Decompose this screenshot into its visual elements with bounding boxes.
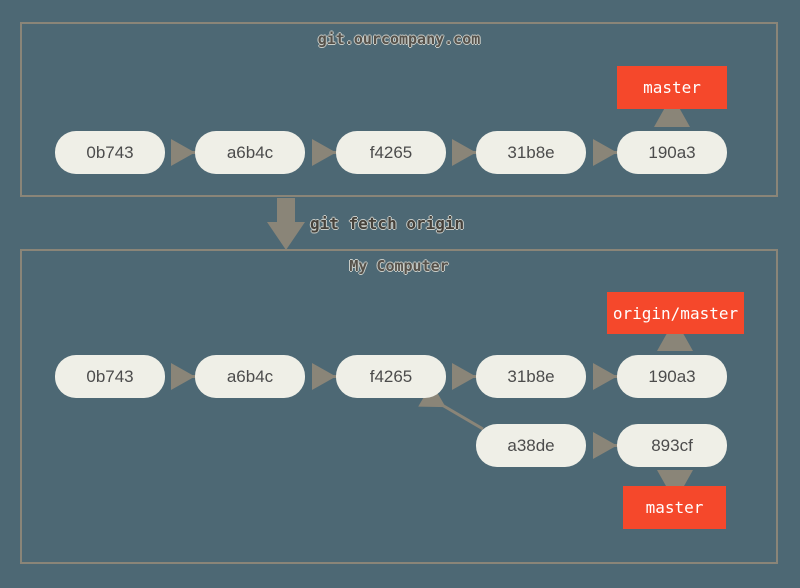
commit-node[interactable]: 31b8e <box>476 355 586 398</box>
branch-label-master[interactable]: master <box>623 486 726 529</box>
commit-node[interactable]: 190a3 <box>617 355 727 398</box>
commit-node[interactable]: f4265 <box>336 131 446 174</box>
branch-label-origin-master[interactable]: origin/master <box>607 292 744 334</box>
commit-node[interactable]: 893cf <box>617 424 727 467</box>
commit-node[interactable]: f4265 <box>336 355 446 398</box>
commit-node[interactable]: a6b4c <box>195 131 305 174</box>
commit-node[interactable]: 0b743 <box>55 355 165 398</box>
panel-remote-title: git.ourcompany.com <box>317 30 481 48</box>
panel-local: My Computer <box>20 249 778 564</box>
commit-node[interactable]: a6b4c <box>195 355 305 398</box>
git-fetch-arrow <box>267 198 305 250</box>
commit-node[interactable]: 190a3 <box>617 131 727 174</box>
commit-node[interactable]: 31b8e <box>476 131 586 174</box>
local-commit-arrows <box>171 363 617 459</box>
panel-remote: git.ourcompany.com <box>20 22 778 197</box>
commit-node[interactable]: a38de <box>476 424 586 467</box>
panel-local-title: My Computer <box>349 257 449 275</box>
git-fetch-origin-label: git fetch origin <box>310 214 465 233</box>
branch-label-master[interactable]: master <box>617 66 727 109</box>
commit-node[interactable]: 0b743 <box>55 131 165 174</box>
